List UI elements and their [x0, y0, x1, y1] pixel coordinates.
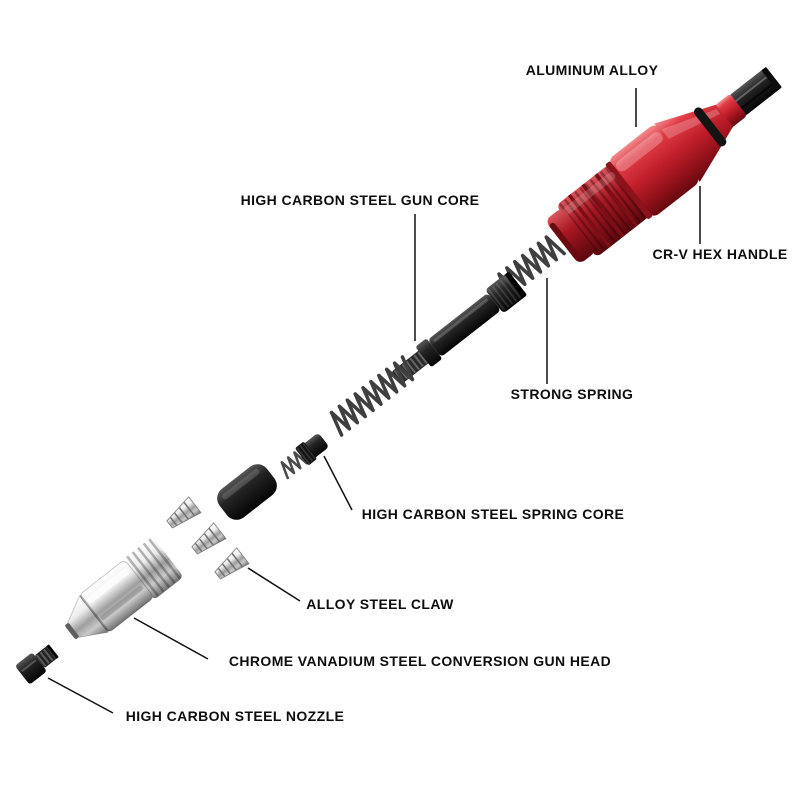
leader-gun-head — [133, 617, 209, 660]
leader-nozzle — [47, 677, 114, 714]
label-aluminum-alloy: ALUMINUM ALLOY — [525, 62, 659, 78]
part-o-ring — [693, 107, 727, 147]
label-spring-core: HIGH CARBON STEEL SPRING CORE — [361, 506, 625, 522]
part-aluminum-alloy-body — [547, 67, 782, 262]
leader-spring-core — [323, 455, 353, 511]
part-claw-2 — [191, 522, 227, 555]
part-black-sleeve — [217, 464, 277, 520]
label-crv-hex-handle: CR-V HEX HANDLE — [652, 246, 788, 262]
part-chrome-gun-head — [65, 537, 182, 639]
label-gun-core: HIGH CARBON STEEL GUN CORE — [240, 192, 480, 208]
part-claw-3 — [214, 547, 250, 580]
part-gun-core-rod — [392, 272, 527, 384]
label-gun-head: CHROME VANADIUM STEEL CONVERSION GUN HEA… — [228, 653, 612, 669]
label-alloy-steel-claw: ALLOY STEEL CLAW — [306, 596, 454, 612]
leader-alloy-steel-claw — [247, 567, 301, 602]
part-claw-1 — [166, 496, 202, 529]
part-middle-spring — [329, 355, 415, 437]
part-hex-shank — [730, 67, 782, 116]
label-strong-spring: STRONG SPRING — [510, 386, 634, 402]
part-nozzle — [16, 644, 59, 684]
part-spring-core — [280, 434, 328, 480]
label-nozzle: HIGH CARBON STEEL NOZZLE — [125, 708, 345, 724]
